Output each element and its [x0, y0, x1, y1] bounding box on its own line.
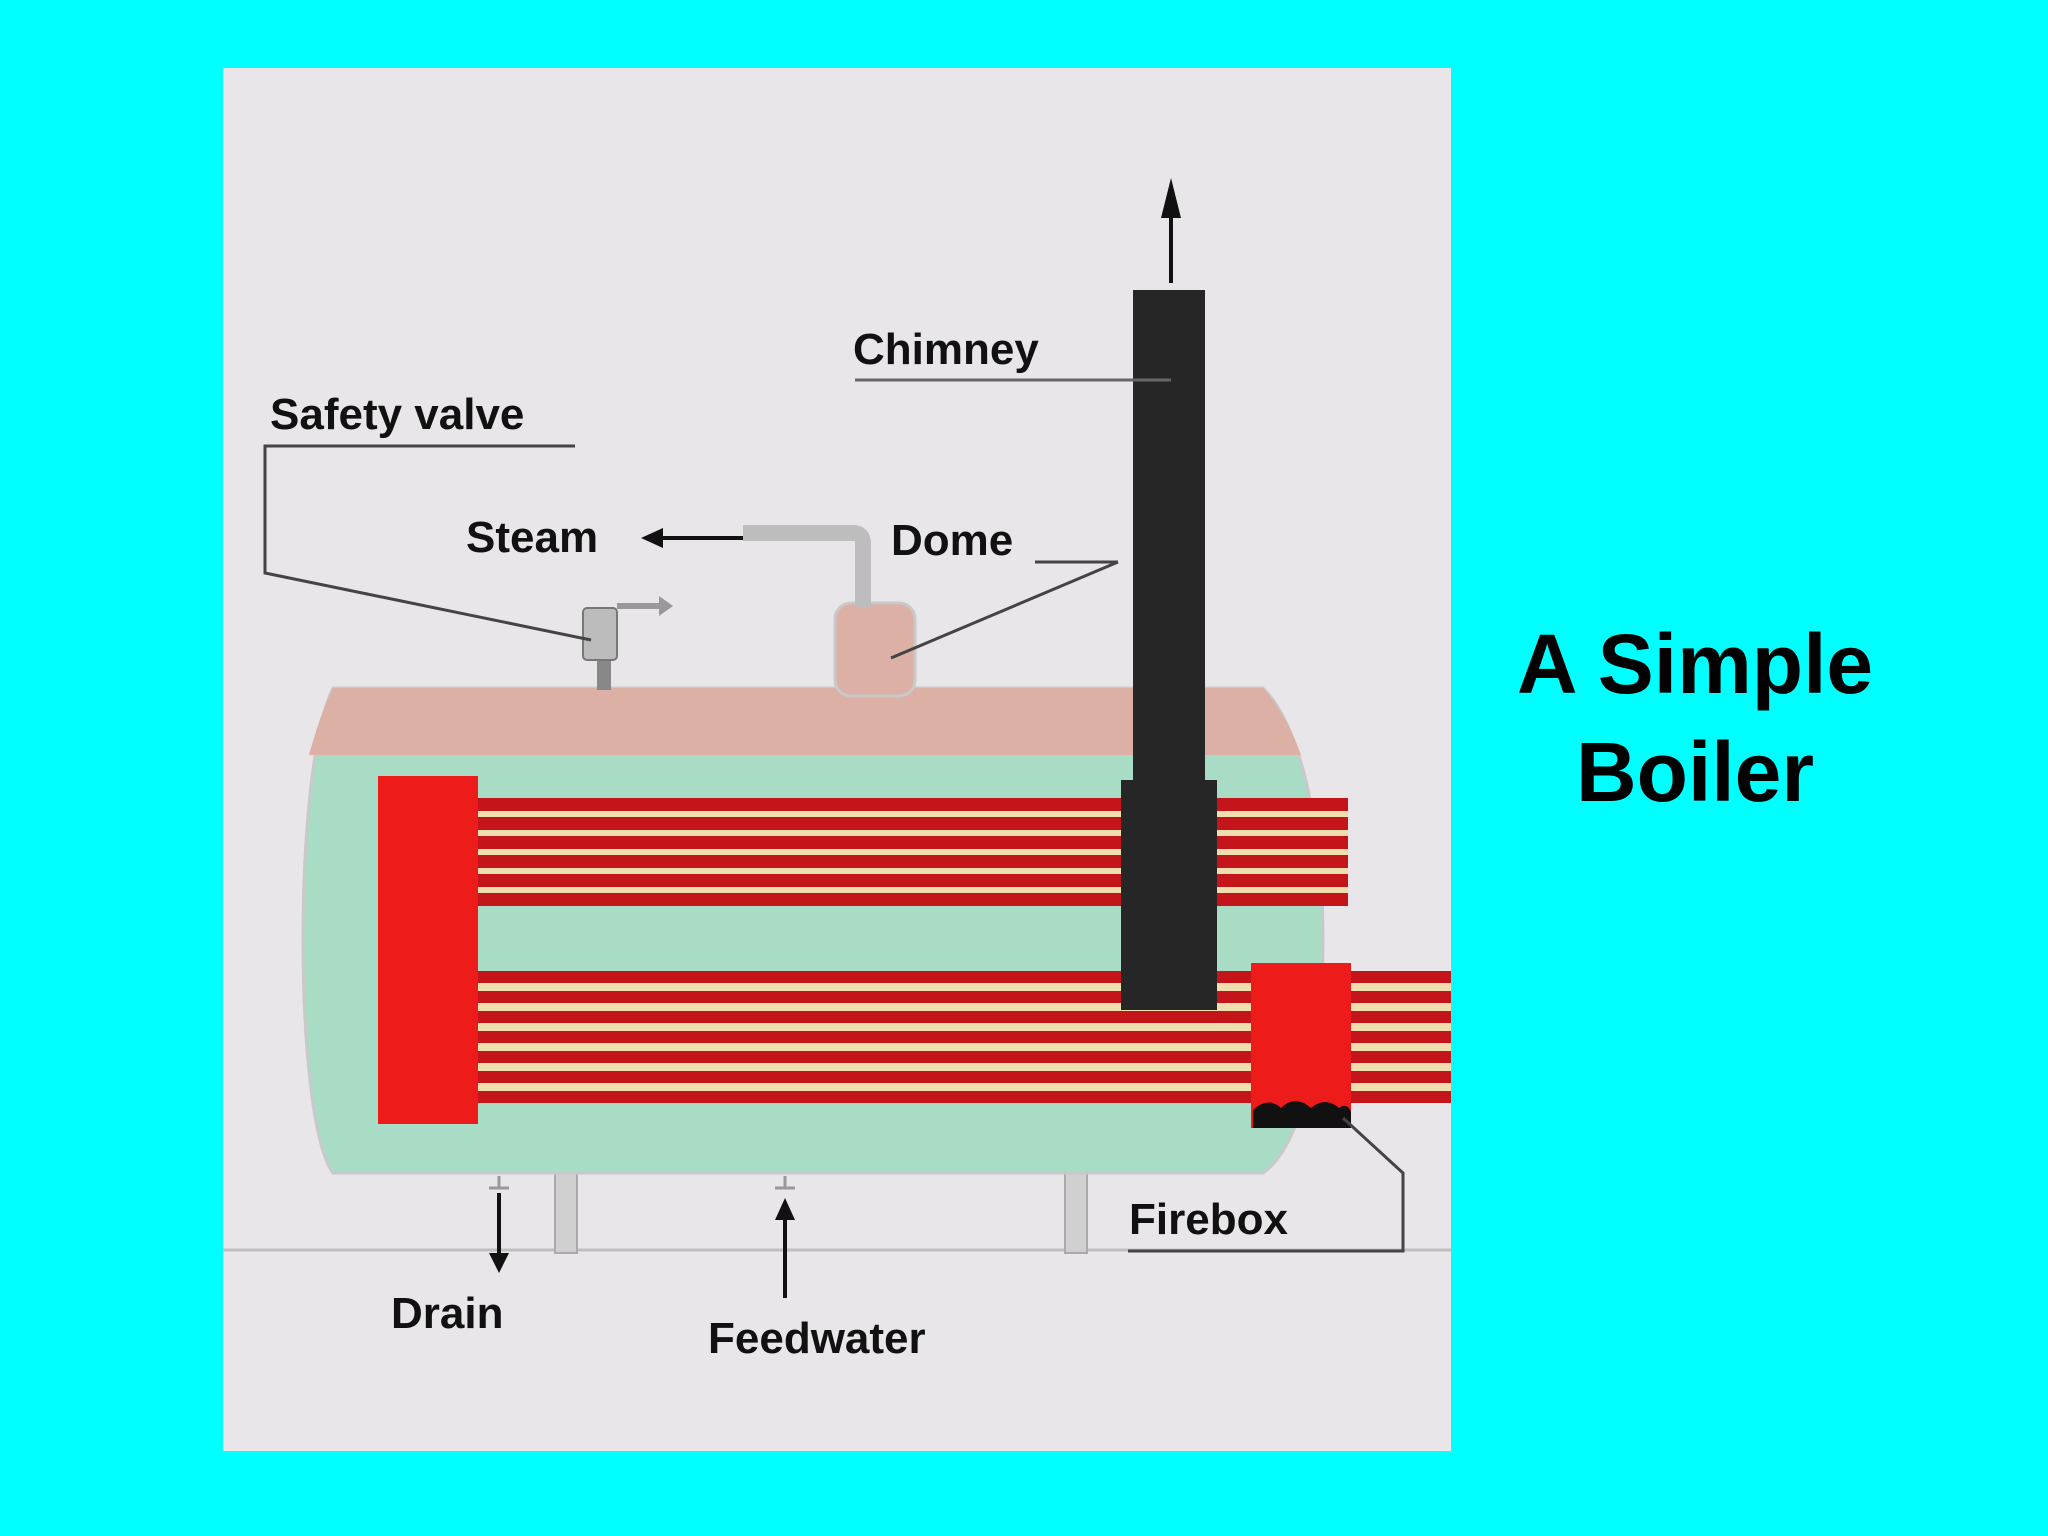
label-feedwater: Feedwater: [708, 1314, 926, 1363]
fire-tube-gap: [478, 868, 1348, 874]
fire-tube: [478, 1091, 1478, 1103]
fire-tube: [478, 836, 1348, 849]
fire-tube-gap: [478, 1003, 1478, 1011]
fire-tube: [478, 991, 1478, 1003]
safety-valve-stem: [597, 658, 611, 690]
fire-tube: [478, 1011, 1478, 1023]
firebox-coal: [1253, 1101, 1351, 1128]
feedwater-arrowhead: [775, 1198, 795, 1220]
firebox: [1251, 963, 1351, 1128]
label-firebox: Firebox: [1129, 1195, 1288, 1244]
steam-pipe: [743, 525, 871, 608]
steam-space: [309, 688, 1301, 755]
fire-tube: [478, 1051, 1478, 1063]
fire-tube-gap: [478, 1023, 1478, 1031]
slide-title-line2: Boiler: [1575, 725, 1815, 819]
label-chimney: Chimney: [853, 325, 1039, 374]
label-dome: Dome: [891, 516, 1013, 565]
slide-title-line1: A Simple: [1516, 617, 1874, 711]
fire-tube-gap: [478, 1043, 1478, 1051]
slide-title: A Simple Boiler: [1450, 610, 1940, 826]
fire-tube-gap: [478, 811, 1348, 817]
fire-tube: [478, 874, 1348, 887]
support-leg-left: [554, 1172, 578, 1254]
fire-tube: [478, 798, 1348, 811]
label-drain: Drain: [391, 1289, 503, 1338]
safety-valve-body: [582, 607, 618, 661]
dome: [833, 601, 917, 698]
fire-tube: [478, 855, 1348, 868]
lower-fire-tubes: [478, 971, 1478, 1103]
fire-tube: [478, 1031, 1478, 1043]
dome-leader-to-dome: [890, 560, 1119, 660]
fire-tube-gap: [478, 983, 1478, 991]
fire-tube: [478, 1071, 1478, 1083]
rear-tube-header: [378, 776, 478, 1124]
safety-valve-leader: [263, 444, 592, 642]
boiler-diagram: Chimney Safety valve Steam Dome Firebox …: [223, 68, 1478, 1451]
fire-tube-gap: [478, 849, 1348, 855]
chimney-exhaust-arrowhead: [1161, 178, 1181, 218]
chimney-base: [1121, 780, 1217, 1010]
fire-tube-gap: [478, 1083, 1478, 1091]
label-steam: Steam: [466, 513, 598, 562]
fire-tube-gap: [478, 830, 1348, 836]
fire-tube: [478, 817, 1348, 830]
drain-arrowhead: [489, 1253, 509, 1273]
support-leg-right: [1064, 1172, 1088, 1254]
steam-arrowhead: [641, 528, 663, 548]
fire-tube-gap: [478, 887, 1348, 893]
firebox-leader: [1128, 1116, 1405, 1253]
fire-tube: [478, 971, 1478, 983]
upper-fire-tubes: [478, 798, 1348, 906]
safety-valve-vent-arrowhead: [659, 596, 673, 616]
fire-tube-gap: [478, 1063, 1478, 1071]
label-safety-valve: Safety valve: [270, 390, 524, 439]
fire-tube: [478, 893, 1348, 906]
